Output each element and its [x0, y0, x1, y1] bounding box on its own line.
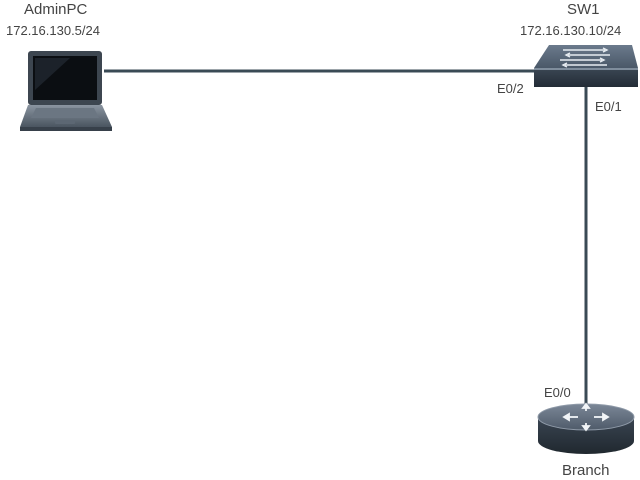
port-label-sw1-e0-2: E0/2	[497, 81, 524, 96]
port-label-branch-e0-0: E0/0	[544, 385, 571, 400]
branch-name-label: Branch	[562, 462, 610, 479]
adminpc-name-label: AdminPC	[24, 1, 88, 18]
laptop-icon[interactable]	[20, 51, 112, 131]
sw1-name-label: SW1	[567, 1, 600, 18]
sw1-ip-label: 172.16.130.10/24	[520, 23, 622, 38]
adminpc-ip-label: 172.16.130.5/24	[6, 23, 100, 38]
router-icon[interactable]	[537, 402, 635, 454]
switch-icon[interactable]	[534, 45, 638, 87]
port-label-sw1-e0-1: E0/1	[595, 99, 622, 114]
